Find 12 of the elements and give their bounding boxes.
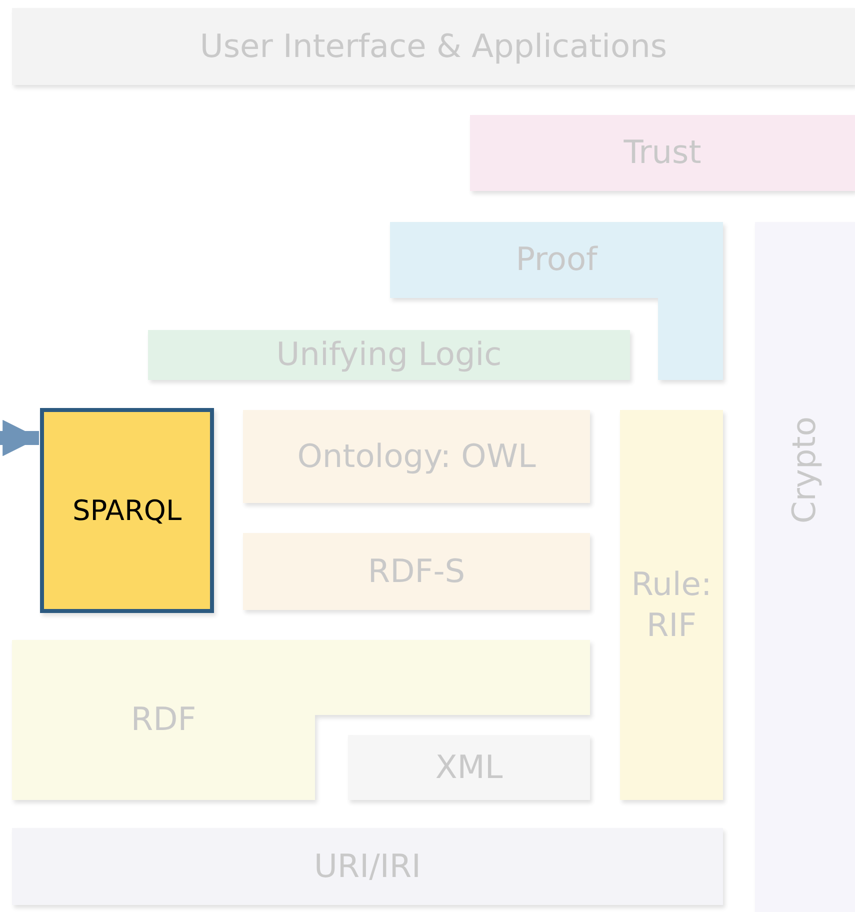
layer-block bbox=[243, 410, 590, 503]
layer-block bbox=[148, 330, 630, 380]
l-shaped-layer-block bbox=[12, 640, 590, 800]
arrow bbox=[0, 420, 39, 456]
layer-block bbox=[12, 828, 723, 905]
layer-block bbox=[620, 410, 723, 800]
layer-block bbox=[470, 115, 855, 191]
layer-block bbox=[243, 533, 590, 610]
layer-block bbox=[12, 8, 855, 85]
layer-label: SPARQL bbox=[71, 492, 183, 528]
layer-block bbox=[348, 735, 590, 800]
highlighted-layer-block bbox=[40, 408, 214, 613]
